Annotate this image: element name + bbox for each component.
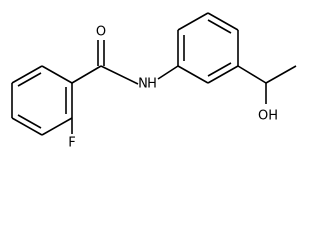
bond <box>11 65 43 84</box>
bond <box>265 65 297 84</box>
bond <box>11 117 43 136</box>
amide-nitrogen-label: N <box>138 77 148 92</box>
bond <box>41 117 73 136</box>
bond <box>157 65 179 80</box>
bond <box>237 65 267 84</box>
bond <box>41 65 73 84</box>
bond <box>100 65 139 85</box>
bond <box>207 65 239 84</box>
amide-hydrogen-label: H <box>147 77 157 92</box>
hydroxyl-label: OH <box>258 109 278 124</box>
bond <box>177 65 209 84</box>
bond <box>207 62 232 77</box>
fluorine-label: F <box>68 136 75 151</box>
fluorophenyl-ring <box>11 65 73 136</box>
bond <box>207 19 232 34</box>
phenyl-ring <box>177 12 239 84</box>
bond <box>177 12 209 31</box>
structure-diagram: F O N H OH <box>11 12 297 151</box>
bond <box>71 65 102 84</box>
carbonyl-oxygen-label: O <box>96 25 106 40</box>
bond <box>17 72 42 87</box>
bond <box>207 12 239 31</box>
bond <box>17 114 42 129</box>
